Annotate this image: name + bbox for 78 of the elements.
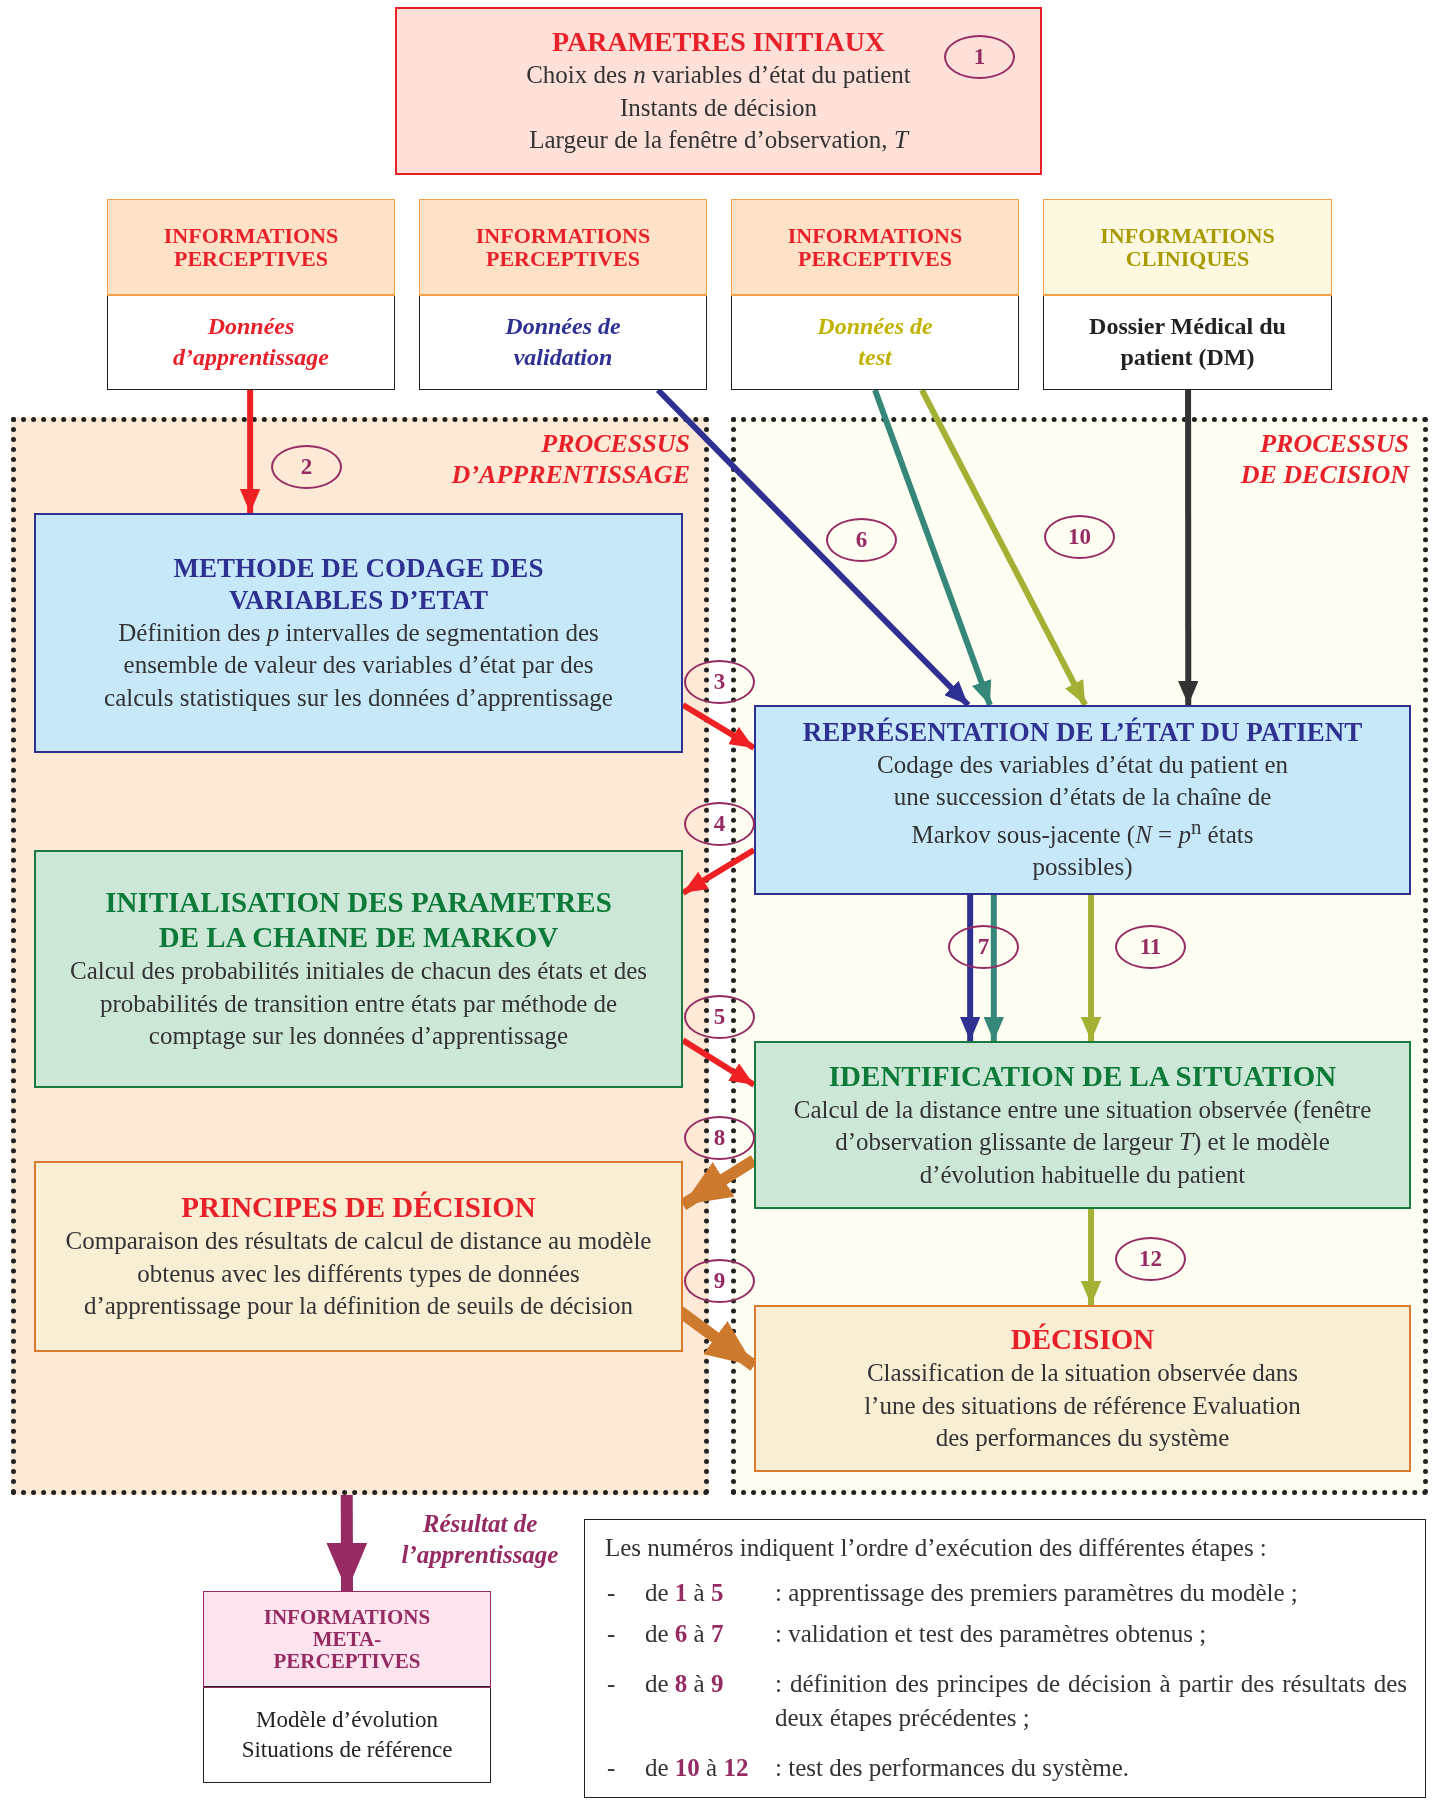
callout-number: 3 (684, 660, 755, 704)
callout-number: 2 (271, 445, 342, 489)
region-title: PROCESSUS D’APPRENTISSAGE (450, 428, 690, 491)
info-box (203, 1591, 491, 1783)
arrow (239, 390, 261, 513)
callout-number: 1 (944, 35, 1015, 79)
callout-number: 5 (684, 995, 755, 1039)
callout-number: 10 (1044, 515, 1115, 559)
box-header: INFORMATIONS CLINIQUES (1044, 200, 1331, 295)
step-description: : validation et test des paramètres obtenus ; (775, 1619, 1208, 1649)
box-text: Classification de la situation observée dans l’une des situations de référence Evaluation des performances du système (863, 1358, 1302, 1454)
box-heading: PARAMETRES INITIAUX (551, 25, 886, 60)
box-text: Calcul de la distance entre une situation observée (fenêtre d’observation glissante de largeur T) et le modèle d’évolution habituelle du patient (792, 1094, 1373, 1190)
process-box (754, 705, 1411, 895)
process-box (34, 1161, 683, 1352)
callout-number: 12 (1115, 1237, 1186, 1281)
list-dash: - (607, 1669, 616, 1699)
edge-label: Résultat de l’apprentissage (400, 1509, 560, 1571)
box-heading: REPRÉSENTATION DE L’ÉTAT DU PATIENT (802, 716, 1363, 749)
step-range: de 8 à 9 (645, 1669, 724, 1699)
box-text: Calcul des probabilités initiales de chacun des états et des probabilités de transition entre états par méthode de comptage sur les données d’apprentissage (69, 956, 648, 1052)
callout-number: 8 (684, 1116, 755, 1160)
process-box (395, 7, 1042, 175)
info-box (419, 199, 707, 390)
box-text: Dossier Médical du patient (DM) (1088, 311, 1287, 372)
box-header: INFORMATIONS PERCEPTIVES (732, 200, 1018, 295)
arrow (872, 388, 993, 707)
box-text: Données de validation (504, 311, 622, 372)
box-header: INFORMATIONS PERCEPTIVES (108, 200, 394, 295)
process-box (754, 1305, 1411, 1472)
process-box (34, 513, 683, 753)
process-region (731, 417, 1428, 1495)
step-description: : apprentissage des premiers paramètres du modèle ; (775, 1578, 1299, 1608)
box-text: Définition des p intervalles de segmentation des ensemble de valeur des variables d’état par des calculs statistiques sur les données d’apprentissage (103, 617, 614, 713)
step-description: : test des performances du système. (775, 1753, 1131, 1783)
process-box (34, 850, 683, 1088)
callout-number: 7 (948, 925, 1019, 969)
arrow (326, 1494, 368, 1592)
box-text: Instants de décision (619, 92, 818, 123)
arrow (919, 388, 1088, 707)
info-box (731, 199, 1019, 390)
arrow (1178, 390, 1199, 705)
box-heading: IDENTIFICATION DE LA SITUATION (828, 1058, 1337, 1094)
arrow (1080, 1209, 1102, 1305)
box-text: Codage des variables d’état du patient en une succession d’états de la chaîne de Markov sous-jacente (N = p$^{n}$ états possibles) (876, 749, 1289, 883)
box-text: Données d’apprentissage (172, 311, 330, 372)
box-header: INFORMATIONS PERCEPTIVES (420, 200, 706, 295)
box-text: Largeur de la fenêtre d’observation, T (529, 125, 908, 156)
info-box (107, 199, 395, 390)
list-dash: - (607, 1578, 616, 1608)
box-heading: DÉCISION (1010, 1322, 1155, 1358)
step-range: de 10 à 12 (645, 1753, 749, 1783)
note-box (584, 1519, 1426, 1798)
box-header: INFORMATIONS META-PERCEPTIVES (204, 1592, 490, 1687)
region-title: PROCESSUS DE DECISION (1239, 428, 1409, 491)
box-text: Données de test (816, 311, 934, 372)
callout-number: 11 (1115, 925, 1186, 969)
process-box (754, 1041, 1411, 1209)
arrow (959, 895, 981, 1041)
box-text: Comparaison des résultats de calcul de distance au modèle obtenus avec les différents types de données d’apprentissage pour la définition de seuils de décision (64, 1226, 653, 1322)
box-text: Choix des n variables d’état du patient (526, 60, 911, 91)
info-box (1043, 199, 1332, 390)
step-range: de 6 à 7 (645, 1619, 724, 1649)
box-heading: INITIALISATION DES PARAMETRES DE LA CHAINE DE MARKOV (104, 885, 613, 956)
box-heading: METHODE DE CODAGE DES VARIABLES D’ETAT (172, 551, 545, 617)
arrow (1080, 895, 1102, 1041)
callout-number: 9 (684, 1259, 755, 1303)
step-description: : définition des principes de décision à partir des résultats des deux étapes précédentes ; (775, 1669, 1407, 1733)
list-dash: - (607, 1619, 616, 1649)
callout-number: 6 (826, 518, 897, 562)
list-dash: - (607, 1753, 616, 1783)
process-region (11, 417, 709, 1495)
callout-number: 4 (684, 802, 755, 846)
box-text: Modèle d’évolution Situations de référence (240, 1705, 454, 1764)
note-text: Les numéros indiquent l’ordre d’exécution des différentes étapes : (605, 1534, 1267, 1562)
box-heading: PRINCIPES DE DÉCISION (181, 1190, 536, 1226)
arrow (983, 895, 1004, 1041)
step-range: de 1 à 5 (645, 1578, 724, 1608)
